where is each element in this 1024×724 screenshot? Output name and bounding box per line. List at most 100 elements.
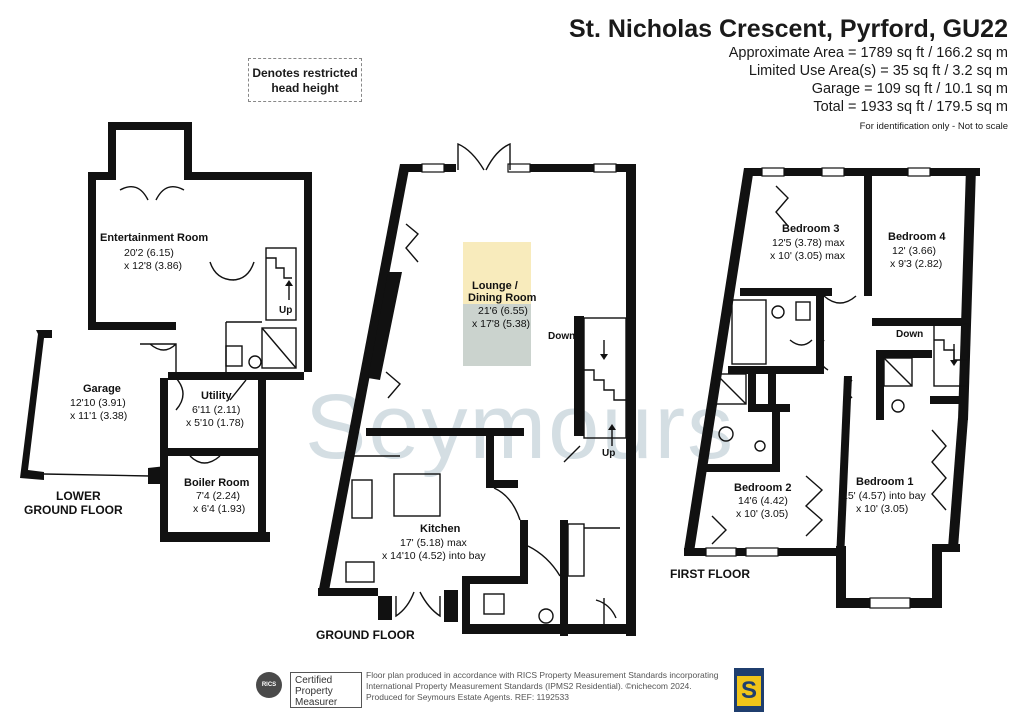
room-utility-dim2: x 5'10 (1.78) [186, 417, 244, 429]
room-lounge-name-1: Lounge / [472, 280, 518, 292]
room-kitchen-dim1: 17' (5.18) max [400, 537, 468, 549]
gf-stair-down-arrowhead [600, 354, 608, 360]
gf-lounge-doors [385, 223, 419, 399]
ff-wall-ensuite1-s [930, 396, 968, 404]
gf-stair-steps [584, 369, 626, 401]
ff-bath [731, 299, 767, 365]
room-bedroom2-dim2: x 10' (3.05) [736, 508, 788, 520]
room-garage-dim2: x 11'1 (3.38) [70, 410, 127, 422]
lg-ent-doors [209, 261, 255, 281]
room-entertainment-dim1: 20'2 (6.15) [124, 247, 174, 259]
gf-wall-lounge-kitchen [366, 428, 524, 436]
room-kitchen-name: Kitchen [420, 523, 461, 535]
ff-ensuite1-shower [883, 357, 913, 387]
gf-front-door [595, 598, 617, 624]
ff-wall-bed1-west [836, 376, 852, 560]
ff-ensuite1-shower-diag [883, 357, 913, 387]
gf-window-north-1 [421, 163, 445, 173]
room-kitchen-dim2: x 14'10 (4.52) into bay [382, 550, 486, 562]
lower-ground-label-1: LOWER [56, 489, 101, 503]
gf-wall-wc-west [462, 584, 470, 632]
watermark: Seymours [305, 242, 733, 478]
room-utility-name: Utility [201, 390, 232, 402]
footer-disclaimer: Floor plan produced in accordance with R… [366, 670, 726, 703]
lg-shower-tray [261, 327, 297, 369]
gf-stair-down-label: Down [548, 331, 575, 342]
room-lounge-dim2: x 17'8 (5.38) [472, 318, 530, 330]
lg-wall-east [304, 180, 312, 372]
lg-boiler-door [189, 455, 221, 464]
cert-line-2: Property [295, 686, 333, 697]
ff-wall-bed2-north [702, 464, 780, 472]
gf-hall-stair-top [567, 523, 585, 577]
room-bedroom2-dim1: 14'6 (4.42) [738, 495, 788, 507]
room-entertainment-dim2: x 12'8 (3.86) [124, 260, 182, 272]
ff-wall-bed3-south [740, 288, 832, 296]
lg-stair-up-label: Up [279, 305, 292, 316]
gf-stair [583, 317, 627, 439]
gf-wall-cupboard-s [486, 480, 518, 488]
lg-wall-north [184, 172, 312, 186]
gf-wall-east [626, 164, 636, 636]
gf-wall-hall-west [560, 520, 568, 636]
ff-wall-ensuite2-w [748, 374, 756, 412]
gf-hob [351, 479, 373, 519]
limited-use-area: Limited Use Area(s) = 35 sq ft / 3.2 sq … [748, 63, 1008, 79]
approx-area: Approximate Area = 1789 sq ft / 166.2 sq… [728, 45, 1008, 61]
room-entertainment-name: Entertainment Room [100, 232, 208, 244]
ff-window-2 [821, 167, 845, 177]
ff-stair-down-label: Down [896, 329, 923, 340]
ff-window-bed2-b [745, 547, 779, 557]
ff-bath-wc [795, 301, 811, 321]
gf-kitchen-island [393, 473, 441, 517]
room-bedroom3-dim1: 12'5 (3.78) max [772, 237, 845, 249]
lg-wall-utility-north [168, 372, 304, 380]
ff-ensuite2-shower [715, 373, 747, 405]
property-title: St. Nicholas Crescent, Pyrford, GU22 [568, 15, 1008, 43]
lg-wc [225, 345, 243, 367]
ff-ensuite1-wc [891, 399, 905, 413]
gf-wall-west [318, 164, 410, 596]
plan-header: St. Nicholas Crescent, Pyrford, GU22 App… [569, 14, 1008, 135]
room-utility-dim1: 6'11 (2.11) [192, 404, 240, 416]
ff-stair-arrowhead [950, 360, 958, 366]
ff-ensuite2-basin [754, 440, 766, 452]
lg-garage-east-wall [160, 378, 168, 540]
lg-wall-west-upper [88, 172, 116, 330]
lg-stair [265, 247, 297, 321]
ground-floor: Up Down Lounge / Dining Room 21'6 (6.55)… [316, 142, 636, 642]
cert-line-3: Measurer [295, 697, 338, 708]
ff-doors-and-wardrobes [711, 295, 947, 545]
ff-wall-east [958, 168, 976, 420]
footer-line-1: Floor plan produced in accordance with R… [366, 670, 719, 680]
gf-kitchen-doors [395, 591, 441, 618]
gf-wall-kitchen-east [520, 520, 528, 582]
room-garage-name: Garage [83, 383, 121, 395]
lg-utility-door [175, 377, 247, 411]
lg-garage-door [43, 473, 151, 477]
room-bedroom1-dim2: x 10' (3.05) [856, 503, 908, 515]
gf-patio-doors [457, 142, 511, 171]
room-bedroom3-dim2: x 10' (3.05) max [770, 250, 846, 262]
ff-bay-west [836, 546, 846, 604]
lg-wall-south [160, 532, 270, 542]
watermark-logo-blue [463, 304, 531, 366]
room-lounge-dim1: 21'6 (6.55) [478, 305, 528, 317]
rics-logo: RICS [256, 672, 282, 698]
ff-bed3-wardrobe [775, 185, 789, 227]
seymours-logo: S [734, 668, 764, 712]
ff-wall-bed4-south [872, 318, 968, 326]
lg-wall-boiler-north [168, 448, 266, 456]
room-bedroom4-dim1: 12' (3.66) [892, 245, 936, 257]
room-lounge-name-2: Dining Room [468, 292, 537, 304]
ff-wall-south-east [932, 544, 960, 552]
gf-window-north-3 [593, 163, 617, 173]
gf-wc-basin [538, 608, 554, 624]
restricted-height-legend: Denotes restricted head height [248, 58, 362, 102]
ff-stair [933, 323, 969, 387]
gf-wc-pan [483, 593, 505, 615]
ground-floor-label: GROUND FLOOR [316, 628, 415, 642]
ff-ensuite2-wc [718, 426, 734, 442]
cert-line-1: Certified [295, 675, 333, 686]
first-floor: Down Bedroom 3 12'5 (3.78) max x 10' (3.… [670, 167, 980, 609]
